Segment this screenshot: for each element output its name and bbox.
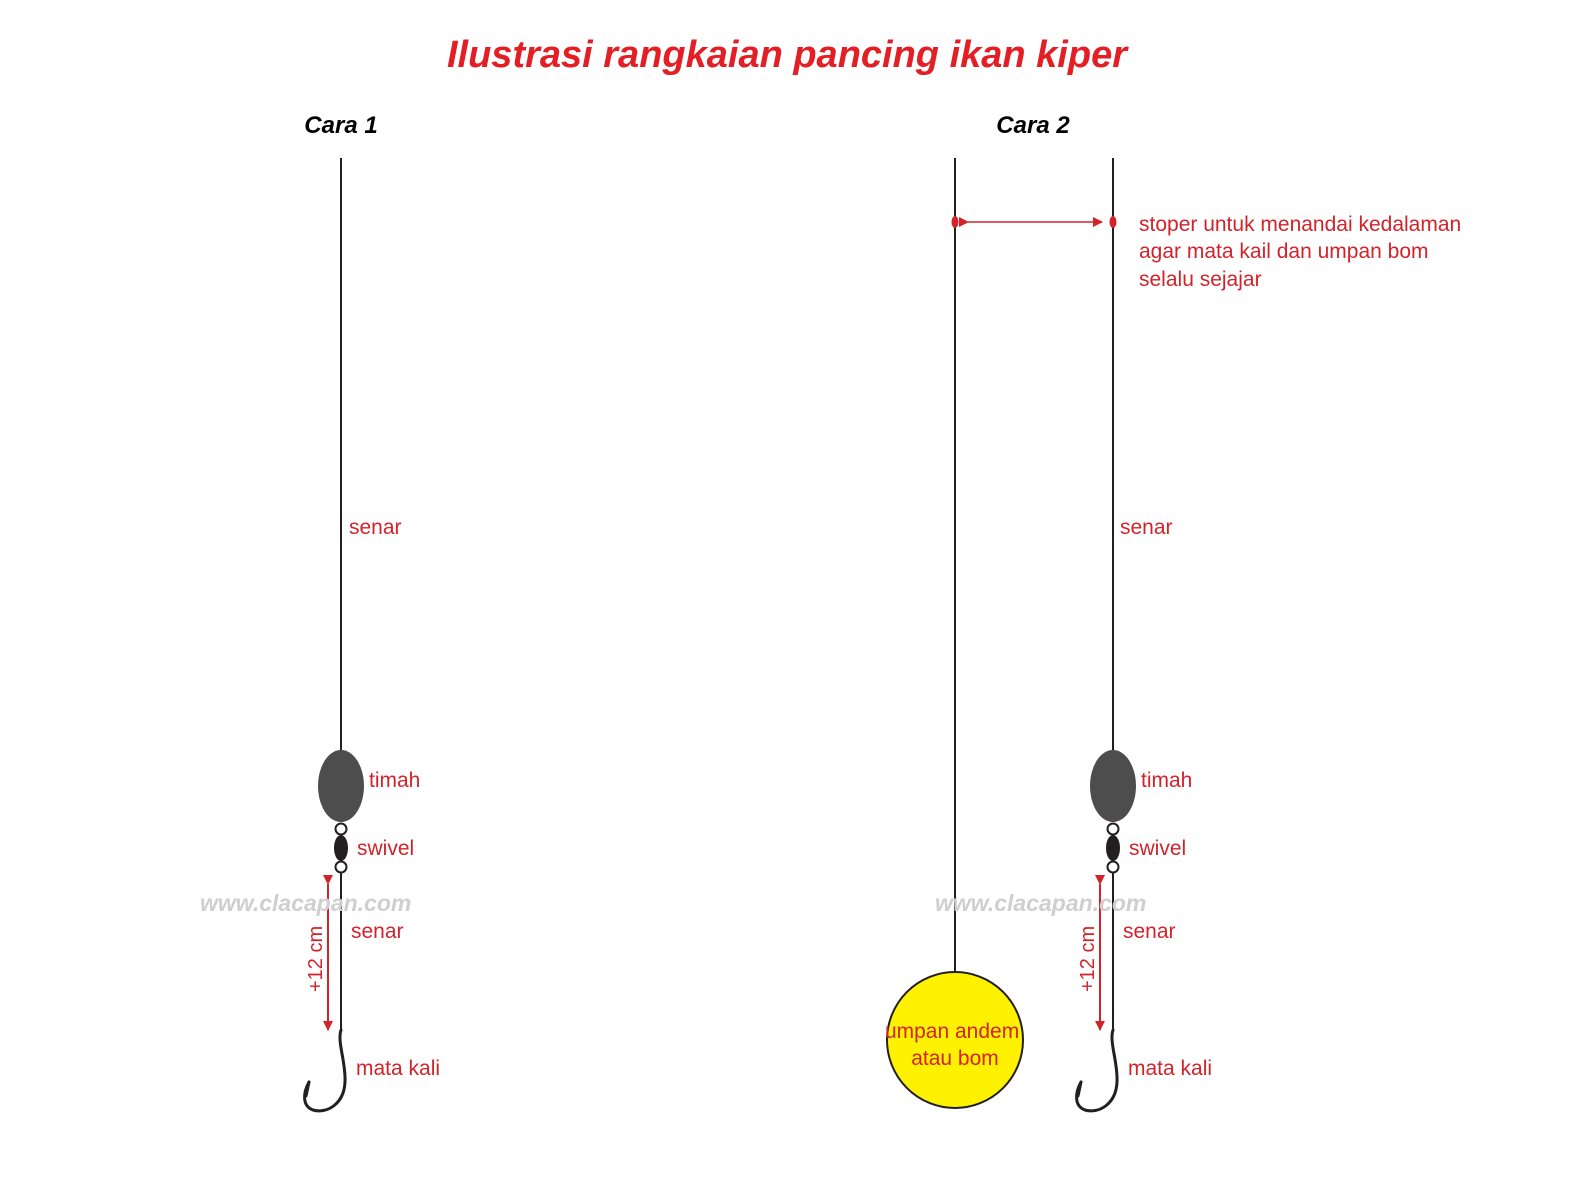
cara2-stoper-line-1: stoper untuk menandai kedalaman [1139, 213, 1461, 236]
cara1-senar-bottom-label: senar [351, 920, 404, 943]
diagram-title: Ilustrasi rangkaian pancing ikan kiper [447, 34, 1129, 76]
cara1-length-label: +12 cm [305, 926, 327, 992]
cara2-stoper-left [951, 216, 959, 228]
cara1-swivel [334, 822, 348, 874]
cara1-mata-kali-label: mata kali [356, 1057, 440, 1080]
cara2-rig: Cara 2 stoper untuk menandai kedalaman a… [885, 112, 1467, 1113]
cara2-length-label: +12 cm [1077, 926, 1099, 992]
cara1-heading: Cara 1 [304, 112, 377, 139]
cara2-heading: Cara 2 [996, 112, 1070, 139]
cara2-timah-label: timah [1141, 769, 1192, 792]
cara2-swivel [1106, 822, 1120, 874]
cara1-watermark: www.clacapan.com [200, 890, 411, 916]
cara2-senar-bottom-label: senar [1123, 920, 1176, 943]
cara2-stoper-line-2: agar mata kail dan umpan bom [1139, 240, 1429, 263]
cara2-swivel-label: swivel [1129, 837, 1186, 860]
cara2-mata-kali-label: mata kali [1128, 1057, 1212, 1080]
cara1-senar-top-label: senar [349, 516, 402, 539]
cara1-sinker [318, 750, 364, 822]
cara1-hook-icon [303, 1028, 347, 1113]
cara1-timah-label: timah [369, 769, 420, 792]
cara1-swivel-label: swivel [357, 837, 414, 860]
cara2-bait-line-1: umpan andem [885, 1020, 1019, 1043]
cara1-hook-barb [304, 1080, 311, 1098]
cara2-stoper-label: stoper untuk menandai kedalaman agar mat… [1139, 213, 1467, 291]
cara2-stoper-right [1109, 216, 1117, 228]
cara2-bait-ball [886, 971, 1024, 1109]
cara2-sinker [1090, 750, 1136, 822]
cara2-bait-label: umpan andem atau bom [885, 1020, 1025, 1070]
cara2-senar-top-label: senar [1120, 516, 1173, 539]
cara2-stoper-line-3: selalu sejajar [1139, 268, 1262, 291]
cara2-hook-barb [1076, 1080, 1083, 1098]
cara2-hook-icon [1075, 1028, 1119, 1113]
cara2-bait-line-2: atau bom [911, 1047, 999, 1070]
cara1-rig: Cara 1 senar timah swivel senar +12 cm m… [200, 112, 440, 1113]
cara2-watermark: www.clacapan.com [935, 890, 1146, 916]
